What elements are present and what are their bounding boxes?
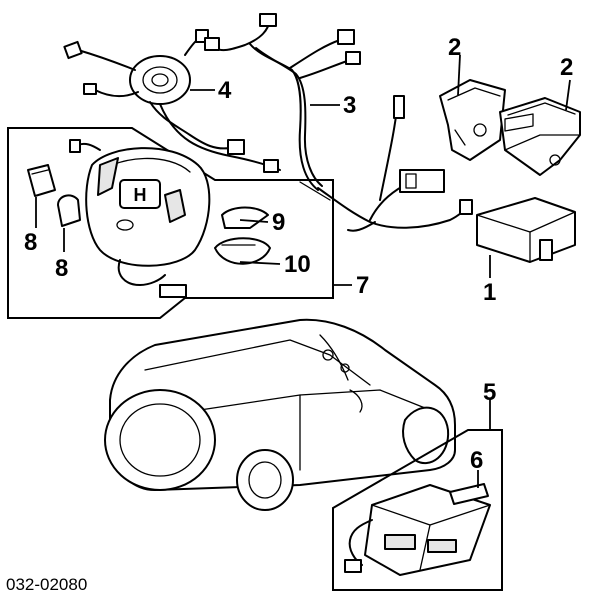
srs-control-unit xyxy=(476,113,576,263)
callout-10: 10 xyxy=(284,251,311,278)
callout-9: 9 xyxy=(272,209,285,236)
side-impact-sensor-right xyxy=(499,97,581,176)
leader-lines xyxy=(35,54,571,488)
vehicle-outline xyxy=(104,318,456,511)
callout-1: 1 xyxy=(483,279,496,306)
part-code-label: 032-02080 xyxy=(6,575,87,594)
callout-8-lower: 8 xyxy=(55,255,68,282)
callout-4: 4 xyxy=(218,77,232,104)
steering-switch-lower xyxy=(57,194,81,227)
callout-5: 5 xyxy=(483,379,496,406)
steering-switch-upper xyxy=(27,164,56,197)
main-wire-harness xyxy=(204,13,473,232)
callout-7: 7 xyxy=(356,272,369,299)
cap-9 xyxy=(221,206,269,229)
side-impact-sensor-left xyxy=(439,79,506,161)
passenger-airbag-module xyxy=(344,483,491,576)
callout-3: 3 xyxy=(343,92,356,119)
callout-6: 6 xyxy=(470,447,483,474)
callout-2-left: 2 xyxy=(448,34,461,61)
passenger-airbag-group-frame xyxy=(332,429,503,591)
cap-10 xyxy=(214,237,271,265)
driver-airbag-group-frame xyxy=(7,127,334,319)
callout-8-upper: 8 xyxy=(24,229,37,256)
driver-airbag-module: H xyxy=(69,139,211,298)
honda-emblem-text: H xyxy=(134,185,147,205)
callout-2-right: 2 xyxy=(560,54,573,81)
clock-spring-assembly xyxy=(63,29,281,173)
